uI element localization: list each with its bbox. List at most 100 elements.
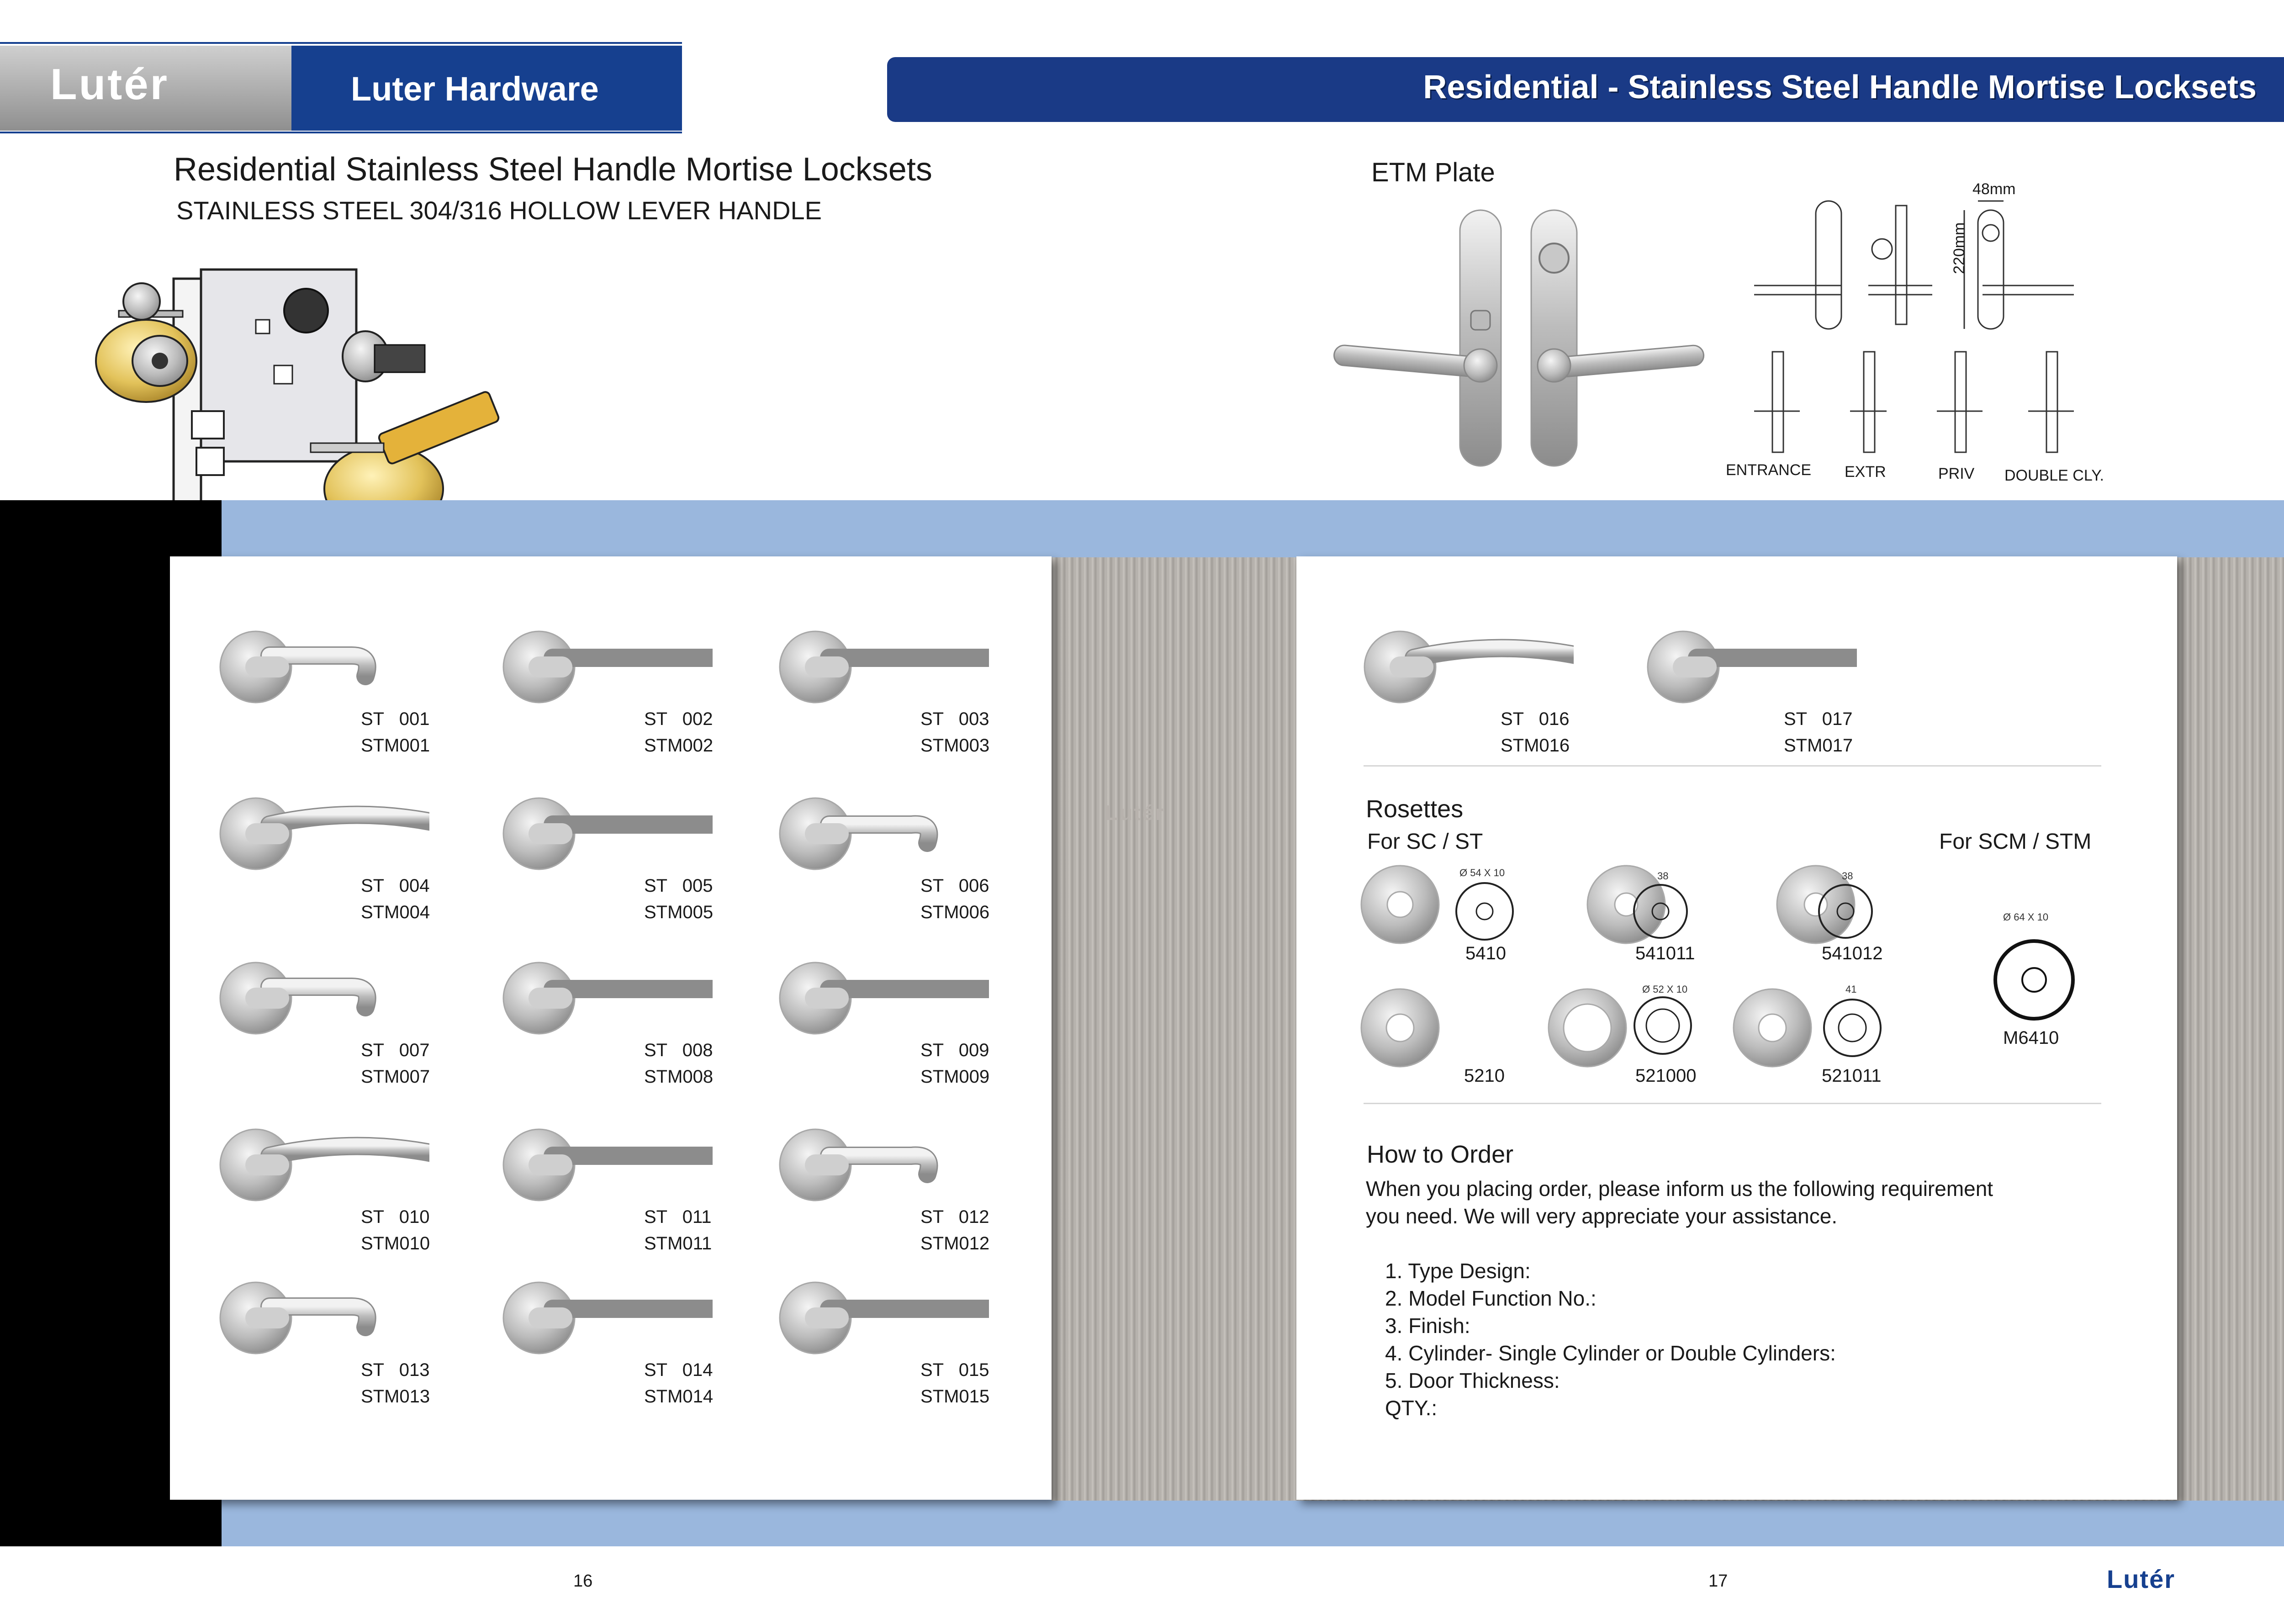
- section-banner: [887, 57, 2284, 122]
- rosettes-for-sc: For SC / ST: [1367, 830, 1483, 854]
- page-number-left: 16: [573, 1571, 593, 1591]
- handle-image: [215, 626, 429, 713]
- etm-function-priv: PRIV: [1938, 465, 1975, 482]
- product-code-st: ST 015: [920, 1360, 989, 1380]
- product-code-st: ST 006: [920, 876, 989, 896]
- product-code-st: ST 012: [920, 1207, 989, 1227]
- header-rule-bottom: [0, 132, 682, 133]
- rosette-dim-5410: Ø 54 X 10: [1459, 867, 1505, 878]
- rosette-dim-541011: 38: [1657, 870, 1669, 882]
- how-to-order-item: QTY.:: [1385, 1396, 1438, 1420]
- handle-image: [215, 1124, 443, 1211]
- product-code-stm: STM005: [644, 902, 714, 922]
- rosettes-drawings: [1360, 865, 2075, 1068]
- handle-image: [1642, 626, 1871, 713]
- header-rule-top: [0, 42, 682, 44]
- etm-function-extr: EXTR: [1845, 463, 1886, 481]
- handle-image: [215, 793, 443, 879]
- etm-plate-photo: [1333, 209, 1705, 467]
- rosette-label-521000: 521000: [1635, 1066, 1697, 1086]
- divider: [1364, 1103, 2101, 1104]
- rosette-dim-m6410: Ø 64 X 10: [2003, 911, 2049, 923]
- footer-logo: Lutér: [2107, 1565, 2175, 1593]
- etm-function-double-cyl: DOUBLE CLY.: [2004, 467, 2104, 484]
- product-code-st: ST 014: [644, 1360, 713, 1380]
- brand-name: Luter Hardware: [351, 70, 599, 108]
- page-number-right: 17: [1708, 1571, 1728, 1591]
- handle-image: [774, 1277, 1003, 1364]
- rosette-label-541011: 541011: [1635, 943, 1695, 963]
- product-code-st: ST 011: [644, 1207, 712, 1227]
- brand-panel: [291, 46, 682, 131]
- handle-image: [774, 626, 1003, 713]
- product-code-stm: STM013: [361, 1386, 430, 1407]
- etm-width-dimension: 48mm: [1972, 180, 2016, 198]
- rosette-label-5210: 5210: [1464, 1066, 1505, 1086]
- how-to-order-item: 4. Cylinder- Single Cylinder or Double C…: [1385, 1341, 1836, 1365]
- product-panel-left: [170, 556, 1052, 1500]
- how-to-order-item: 2. Model Function No.:: [1385, 1286, 1597, 1310]
- etm-height-dimension: 220mm: [1951, 222, 1968, 274]
- how-to-order-item: 5. Door Thickness:: [1385, 1369, 1560, 1392]
- product-code-stm: STM016: [1501, 735, 1570, 756]
- product-code-stm: STM010: [361, 1233, 430, 1254]
- handle-image: [215, 957, 429, 1044]
- logo-panel: [0, 46, 291, 131]
- product-code-st: ST 002: [644, 709, 713, 729]
- product-code-stm: STM012: [920, 1233, 990, 1254]
- product-code-stm: STM004: [361, 902, 430, 922]
- product-code-st: ST 017: [1784, 709, 1853, 729]
- section-banner-title: Residential - Stainless Steel Handle Mor…: [1423, 69, 2257, 106]
- how-to-order-item: 3. Finish:: [1385, 1314, 1470, 1338]
- rosette-label-5410: 5410: [1465, 943, 1506, 963]
- product-code-st: ST 016: [1501, 709, 1570, 729]
- handle-image: [498, 793, 726, 879]
- rosettes-title: Rosettes: [1366, 795, 1464, 823]
- handle-image: [215, 1277, 429, 1364]
- product-code-stm: STM014: [644, 1386, 714, 1407]
- handle-image: [498, 957, 726, 1044]
- brand-logo: Lutér: [50, 60, 169, 109]
- product-code-stm: STM017: [1784, 735, 1853, 756]
- watermark-logo: Lutér: [1105, 801, 1165, 825]
- product-code-stm: STM006: [920, 902, 990, 922]
- product-code-stm: STM011: [644, 1233, 712, 1254]
- product-code-stm: STM007: [361, 1067, 430, 1087]
- product-code-st: ST 005: [644, 876, 713, 896]
- etm-function-entrance: ENTRANCE: [1726, 461, 1812, 479]
- handle-image: [774, 1124, 989, 1211]
- how-to-order-intro-1: When you placing order, please inform us…: [1366, 1177, 1993, 1201]
- rosette-label-m6410: M6410: [2003, 1028, 2059, 1048]
- handle-image: [498, 1124, 726, 1211]
- page-title: Residential Stainless Steel Handle Morti…: [174, 151, 932, 188]
- rosette-dim-541012: 38: [1842, 870, 1853, 882]
- product-code-st: ST 009: [920, 1040, 989, 1060]
- how-to-order-intro-2: you need. We will very appreciate your a…: [1366, 1204, 1838, 1228]
- handle-image: [774, 793, 989, 879]
- product-code-stm: STM001: [361, 735, 430, 756]
- product-code-stm: STM002: [644, 735, 714, 756]
- rosette-dim-521011: 41: [1845, 984, 1857, 995]
- handle-image: [498, 1277, 726, 1364]
- handle-image: [774, 957, 1003, 1044]
- how-to-order-title: How to Order: [1367, 1141, 1514, 1168]
- handle-image: [498, 626, 726, 713]
- rosettes-for-scm: For SCM / STM: [1939, 830, 2092, 854]
- product-code-stm: STM009: [920, 1067, 990, 1087]
- product-code-st: ST 001: [361, 709, 430, 729]
- product-code-st: ST 004: [361, 876, 430, 896]
- rosette-label-541012: 541012: [1822, 943, 1883, 963]
- product-code-st: ST 003: [920, 709, 989, 729]
- product-code-stm: STM008: [644, 1067, 714, 1087]
- product-code-stm: STM015: [920, 1386, 990, 1407]
- how-to-order-item: 1. Type Design:: [1385, 1259, 1531, 1283]
- etm-technical-drawing: [1754, 200, 2074, 453]
- divider: [1364, 765, 2101, 767]
- product-code-st: ST 013: [361, 1360, 430, 1380]
- product-code-st: ST 008: [644, 1040, 713, 1060]
- etm-plate-title: ETM Plate: [1371, 158, 1495, 187]
- rosette-label-521011: 521011: [1822, 1066, 1882, 1086]
- product-code-st: ST 007: [361, 1040, 430, 1060]
- rosette-dim-521000: Ø 52 X 10: [1642, 984, 1688, 995]
- page-subtitle: STAINLESS STEEL 304/316 HOLLOW LEVER HAN…: [176, 196, 822, 225]
